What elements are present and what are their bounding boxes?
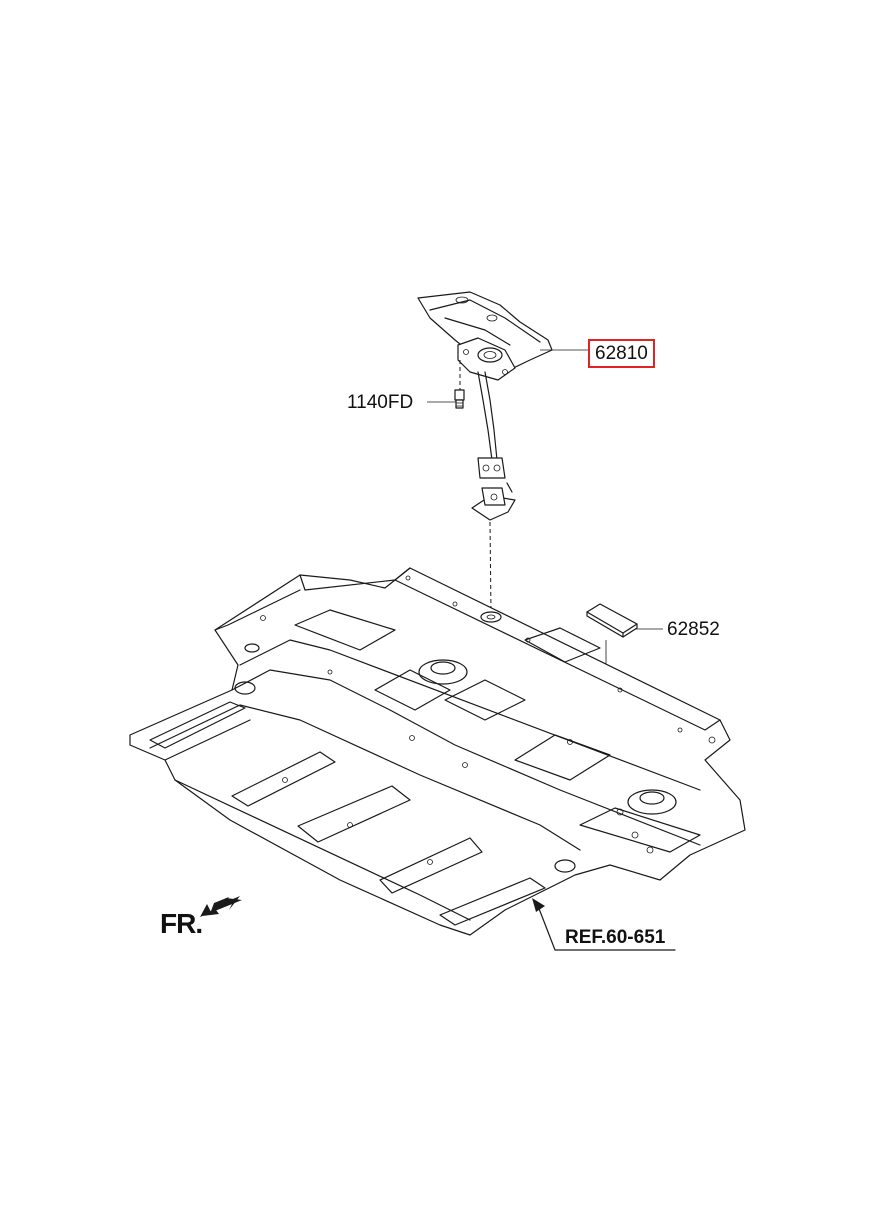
- front-direction-label: FR.: [160, 908, 203, 939]
- part-label-62852[interactable]: 62852: [667, 619, 720, 640]
- part-label-1140fd[interactable]: 1140FD: [347, 392, 414, 413]
- front-direction-arrow-icon: [200, 896, 242, 917]
- spare-tire-carrier: [417, 291, 553, 613]
- leader-lines: [427, 349, 676, 951]
- bolt-1140fd: [454, 360, 465, 409]
- part-label-62810[interactable]: 62810: [588, 339, 655, 368]
- rear-floor-panel: [129, 567, 746, 936]
- reference-label[interactable]: REF.60-651: [565, 927, 666, 948]
